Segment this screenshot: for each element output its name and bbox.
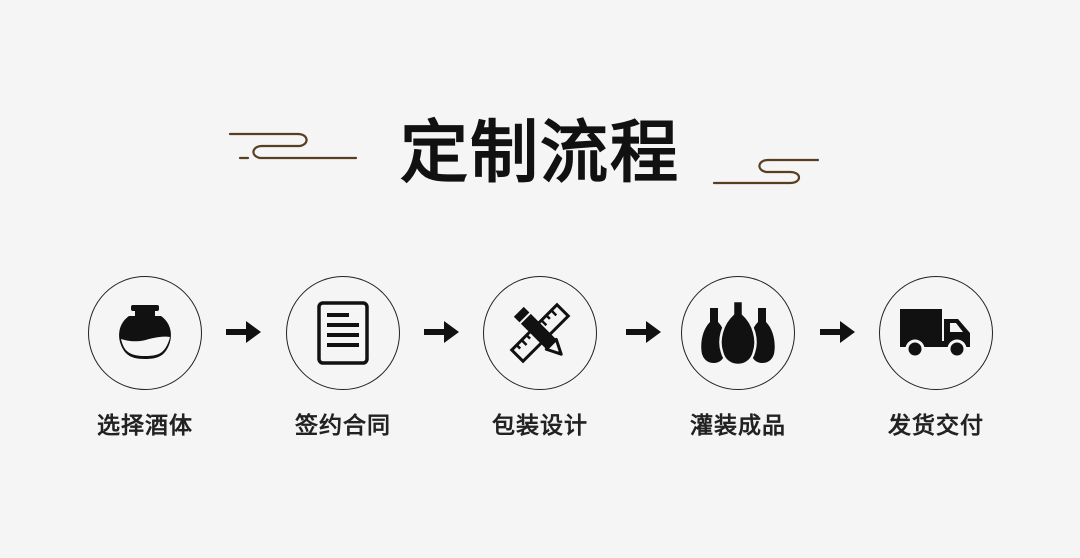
step-circle [286,276,400,390]
step-label: 选择酒体 [97,413,193,439]
wine-jar-icon [119,305,171,359]
step-label: 签约合同 [295,413,391,439]
step-label: 包装设计 [492,413,588,439]
step-circle [88,276,202,390]
process-steps: 选择酒体 签约合同 [0,276,1080,456]
arrow-right-icon [226,321,261,343]
arrow-right-icon [820,321,855,343]
step-delivery: 发货交付 [878,276,994,440]
contract-document-icon [317,301,369,365]
step-circle [879,276,993,390]
cloud-ornament-right-icon [712,158,820,185]
delivery-truck-icon [900,309,970,359]
step-select-liquor: 选择酒体 [87,276,203,440]
cloud-ornament-left-icon [228,132,358,160]
step-label: 发货交付 [888,413,984,439]
bottles-icon [701,300,775,366]
step-bottling: 灌装成品 [680,276,796,440]
arrow-right-icon [626,321,661,343]
step-circle [681,276,795,390]
step-circle [483,276,597,390]
header: 定制流程 [0,110,1080,200]
step-packaging-design: 包装设计 [482,276,598,440]
page-title: 定制流程 [399,113,680,193]
step-sign-contract: 签约合同 [285,276,401,440]
step-label: 灌装成品 [690,413,786,439]
pencil-ruler-icon [509,302,571,364]
arrow-right-icon [424,321,459,343]
